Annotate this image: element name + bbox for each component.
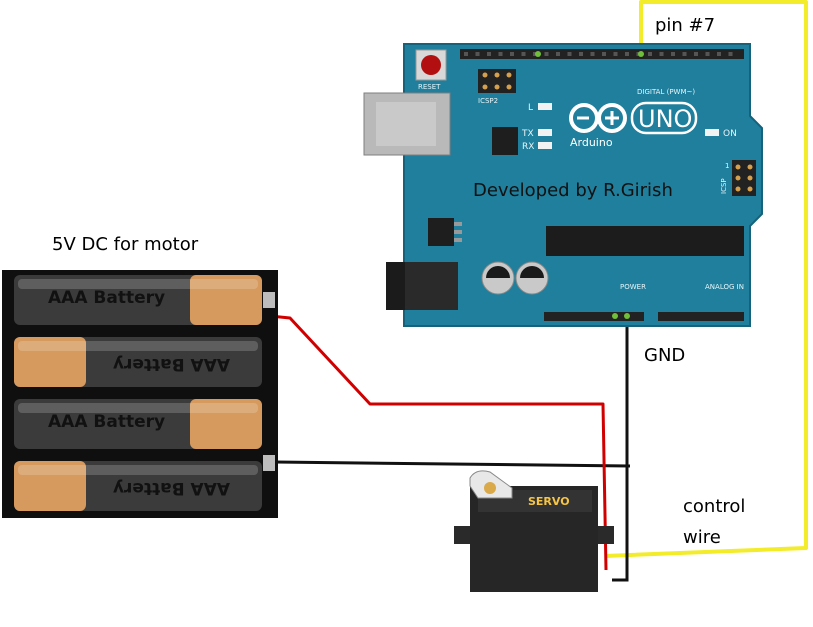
control-wire-label-line2: wire bbox=[683, 527, 721, 548]
red-battery-wire bbox=[269, 314, 608, 571]
icsp2-label: ICSP2 bbox=[478, 97, 498, 105]
header-pin bbox=[556, 52, 560, 56]
header-pin bbox=[521, 52, 526, 56]
control-wire-label-line1: control bbox=[683, 496, 745, 517]
header-pin bbox=[579, 52, 583, 56]
battery-cell: AAA Battery bbox=[14, 275, 262, 325]
header-pin bbox=[671, 52, 675, 56]
digital-pins bbox=[464, 52, 733, 56]
icsp-pin1-label: 1 bbox=[725, 162, 729, 170]
header-pin bbox=[613, 52, 618, 56]
pin7-marker bbox=[638, 51, 644, 57]
icsp-label: ICSP bbox=[720, 178, 728, 194]
icsp-header bbox=[732, 160, 756, 196]
header-pin bbox=[625, 52, 629, 56]
header-pin bbox=[487, 52, 491, 56]
header-pin bbox=[544, 52, 549, 56]
battery-label: AAA Battery bbox=[113, 354, 230, 374]
servo-motor: SERVO bbox=[454, 470, 614, 592]
battery-cell: AAA Battery bbox=[14, 337, 262, 387]
developer-credit: Developed by R.Girish bbox=[473, 180, 673, 201]
led-tx-label: TX bbox=[521, 129, 534, 139]
header-pin bbox=[705, 52, 710, 56]
gnd-label: GND bbox=[644, 345, 685, 366]
led-on bbox=[705, 129, 719, 136]
battery-shine bbox=[18, 465, 258, 475]
power-label: POWER bbox=[620, 283, 646, 291]
battery-cell: AAA Battery bbox=[14, 399, 262, 449]
gnd-top-marker bbox=[535, 51, 541, 57]
gnd-power-marker-2 bbox=[624, 313, 630, 319]
power-header bbox=[544, 312, 644, 321]
analog-label: ANALOG IN bbox=[705, 283, 744, 291]
battery-negative-terminal bbox=[263, 455, 275, 471]
battery-copper-band bbox=[14, 337, 86, 387]
arduino-logo bbox=[569, 103, 627, 133]
capacitor-1 bbox=[481, 261, 515, 295]
usb-inner bbox=[376, 102, 436, 146]
reset-button-cap bbox=[421, 55, 441, 75]
led-l-label: L bbox=[528, 103, 533, 113]
battery-positive-terminal bbox=[263, 292, 275, 308]
header-pin bbox=[590, 52, 595, 56]
analog-header bbox=[658, 312, 744, 321]
header-pin bbox=[694, 52, 698, 56]
uno-badge bbox=[630, 101, 698, 135]
dc-jack-inner bbox=[405, 262, 458, 310]
digital-label: DIGITAL (PWM~) bbox=[637, 88, 695, 96]
header-pin bbox=[728, 52, 733, 56]
servo-label: SERVO bbox=[528, 495, 570, 508]
reset-label: RESET bbox=[418, 83, 441, 91]
header-pin bbox=[464, 52, 468, 56]
battery-label: AAA Battery bbox=[113, 478, 230, 498]
arduino-board: RESET ICSP2 DIGITAL (PWM~) L TX RX ON bbox=[363, 43, 763, 327]
header-pin bbox=[498, 52, 503, 56]
header-pin bbox=[648, 52, 652, 56]
battery-shine bbox=[18, 341, 258, 351]
header-pin bbox=[717, 52, 721, 56]
battery-copper-band bbox=[14, 461, 86, 511]
microcontroller bbox=[546, 226, 744, 256]
black-battery-wire bbox=[274, 460, 631, 468]
icsp2-header bbox=[478, 69, 516, 93]
black-gnd-wire bbox=[612, 316, 629, 582]
led-on-label: ON bbox=[723, 129, 737, 139]
header-pin bbox=[602, 52, 606, 56]
battery-title: 5V DC for motor bbox=[52, 234, 199, 255]
header-pin bbox=[567, 52, 572, 56]
battery-cell: AAA Battery bbox=[14, 461, 262, 511]
capacitor-2 bbox=[515, 261, 549, 295]
battery-shine bbox=[18, 279, 258, 289]
model-name: UNO bbox=[638, 105, 692, 133]
led-rx-label: RX bbox=[522, 142, 534, 152]
servo-shaft bbox=[484, 482, 496, 494]
led-l bbox=[538, 103, 552, 110]
voltage-regulator bbox=[428, 218, 462, 246]
yellow-control-wire bbox=[604, 0, 808, 558]
battery-shine bbox=[18, 403, 258, 413]
header-pin bbox=[510, 52, 514, 56]
pin7-label: pin #7 bbox=[655, 15, 715, 36]
wires bbox=[269, 0, 808, 582]
header-pin bbox=[682, 52, 687, 56]
gnd-power-marker bbox=[612, 313, 618, 319]
usb-chip bbox=[492, 127, 518, 155]
battery-label: AAA Battery bbox=[48, 412, 165, 432]
battery-copper-band bbox=[190, 275, 262, 325]
header-pin bbox=[475, 52, 480, 56]
header-pin bbox=[659, 52, 664, 56]
battery-label: AAA Battery bbox=[48, 288, 165, 308]
brand-name: Arduino bbox=[570, 136, 613, 149]
led-rx bbox=[538, 142, 552, 149]
battery-copper-band bbox=[190, 399, 262, 449]
led-tx bbox=[538, 129, 552, 136]
